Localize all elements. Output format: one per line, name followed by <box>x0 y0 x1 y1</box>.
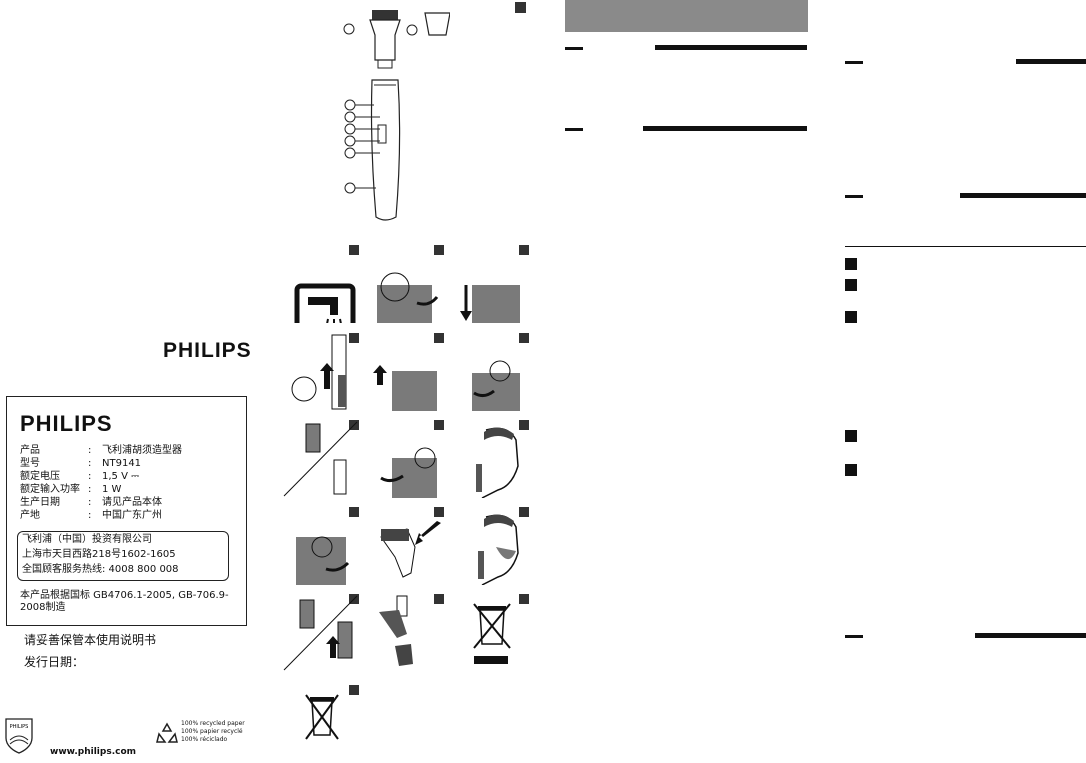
label-logo: PHILIPS <box>20 411 113 436</box>
address-line: 飞利浦（中国）投资有限公司 <box>22 534 152 545</box>
label-row: 产地:中国广东广州 <box>20 510 162 521</box>
website-text: www.philips.com <box>50 747 137 757</box>
step-marker <box>845 311 857 323</box>
panel-step <box>282 420 359 498</box>
standard-text: 本产品根据国标 GB4706.1-2005, GB-706.9- <box>20 590 229 601</box>
label-row: 额定电压:1,5 V ⎓ <box>20 471 140 482</box>
label-row: 生产日期:请见产品本体 <box>20 497 162 508</box>
recycle-line: 100% réciclado <box>181 736 228 743</box>
panel-recycle-bin <box>452 594 529 672</box>
step-marker <box>845 464 857 476</box>
recycle-icon <box>155 722 179 750</box>
recycle-line: 100% papier recyclé <box>181 728 243 735</box>
philips-logo-large: PHILIPS <box>163 339 252 362</box>
panel-face <box>452 420 529 498</box>
panel-step <box>367 333 444 411</box>
panel-step <box>367 245 444 323</box>
label-row: 型号:NT9141 <box>20 458 142 469</box>
section-header-bar <box>565 0 808 32</box>
recycle-text: 100% recycled paper 100% papier recyclé … <box>181 720 245 744</box>
section-divider <box>845 246 1086 247</box>
address-line: 上海市天目西路218号1602-1605 <box>22 549 176 560</box>
section-rule <box>975 633 1086 638</box>
section-rule <box>655 45 807 50</box>
address-line: 全国顾客服务热线: 4008 800 008 <box>22 564 179 575</box>
step-marker <box>845 258 857 270</box>
standard-text: 2008制造 <box>20 602 66 613</box>
panel-face <box>452 507 529 585</box>
section-rule <box>960 193 1086 198</box>
panel-step <box>452 245 529 323</box>
section-rule <box>845 635 863 638</box>
panel-step <box>282 594 359 672</box>
notice-line-2: 发行日期： <box>24 655 85 669</box>
product-parts-diagram <box>340 5 451 229</box>
label-row: 产品:飞利浦胡须造型器 <box>20 445 182 456</box>
panel-step <box>367 594 444 672</box>
figure-number-marker <box>515 2 526 13</box>
company-address-box: 飞利浦（中国）投资有限公司 上海市天目西路218号1602-1605 全国顾客服… <box>17 531 229 581</box>
section-rule <box>643 126 807 131</box>
recycle-line: 100% recycled paper <box>181 720 245 727</box>
panel-recycle-bin <box>282 685 359 763</box>
section-rule <box>845 61 863 64</box>
section-rule <box>1016 59 1086 64</box>
panel-step <box>367 420 444 498</box>
panel-water-icon <box>282 245 359 323</box>
section-rule <box>565 47 583 50</box>
section-rule <box>565 128 583 131</box>
step-marker <box>845 430 857 442</box>
section-rule <box>845 195 863 198</box>
china-product-label: PHILIPS 产品:飞利浦胡须造型器 型号:NT9141 额定电压:1,5 V… <box>6 396 247 626</box>
step-marker <box>845 279 857 291</box>
panel-step <box>282 507 359 585</box>
label-row: 额定输入功率:1 W <box>20 484 122 495</box>
panel-battery <box>282 333 359 411</box>
notice-line-1: 请妥善保管本使用说明书 <box>24 633 157 647</box>
panel-step <box>452 333 529 411</box>
panel-step <box>367 507 444 585</box>
svg-text:PHILIPS: PHILIPS <box>10 724 29 730</box>
philips-shield-icon: PHILIPS <box>4 716 34 758</box>
